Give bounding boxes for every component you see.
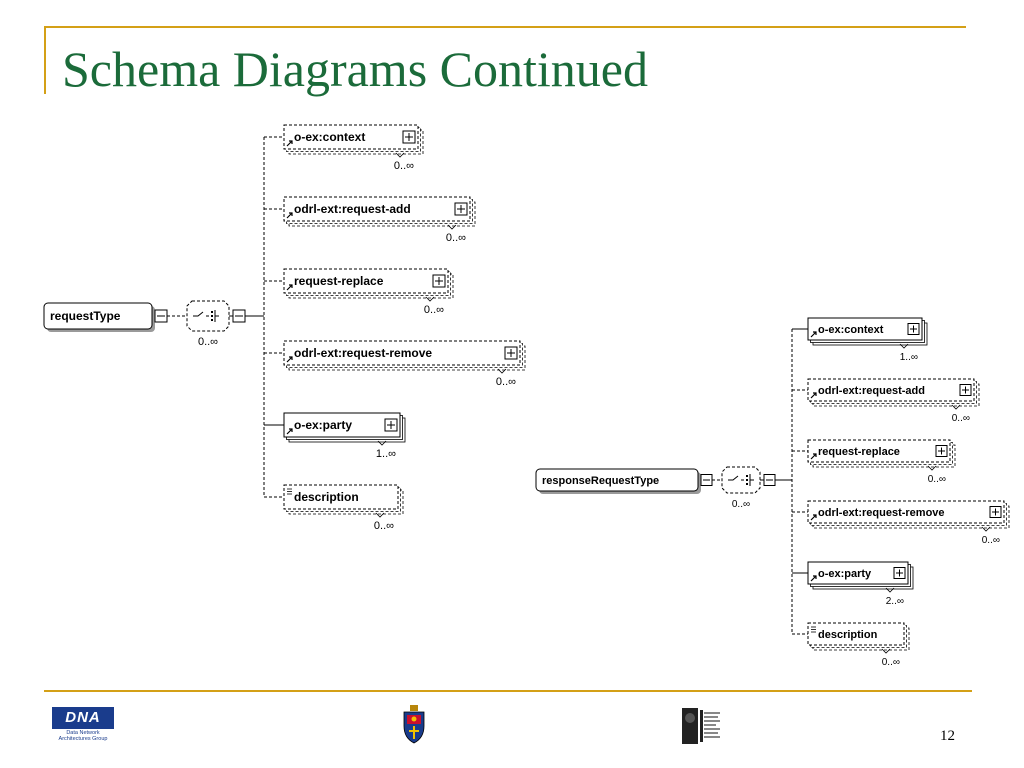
right-sequence-cardinality: 0..∞ [732,499,750,510]
right-child-cardinality-1: 0..∞ [952,413,970,424]
right-child-chevron-icon-0 [899,343,909,349]
left-child-box-4 [283,412,401,438]
right-root-label: responseRequestType [542,475,659,487]
right-child-cardinality-0: 1..∞ [900,352,918,363]
right-child-box-1 [807,378,975,402]
page-number: 12 [940,728,955,744]
left-child-box-5 [283,484,399,510]
right-child-cardinality-2: 0..∞ [928,474,946,485]
right-child-ref-arrow-icon-1 [810,392,817,399]
right-child-cardinality-5: 0..∞ [882,657,900,668]
right-child-box-5 [807,622,905,646]
schema-diagrams: requestType 0..∞ o-ex:context 0..∞ odrl-ext:… [43,124,1010,668]
right-child-box-2 [807,439,951,463]
dna-logo-caption-line-1: Data Network [66,730,100,736]
right-sequence-dot-1 [746,475,748,477]
left-child-label-1: odrl-ext:request-add [294,202,411,216]
right-child-box-4 [807,561,909,585]
left-root-box [43,302,153,330]
right-child-label-3: odrl-ext:request-remove [818,507,945,519]
left-child-box-0 [283,124,419,150]
left-rule [44,26,46,94]
left-child-ref-arrow-icon-3 [286,356,293,363]
left-child-chevron-icon-4 [377,440,387,446]
right-child-chevron-icon-1 [951,404,961,410]
left-sequence-switch-icon [193,311,209,317]
left-child-chevron-icon-5 [375,512,385,518]
right-child-label-1: odrl-ext:request-add [818,385,925,397]
right-child-cardinality-3: 0..∞ [982,535,1000,546]
right-child-chevron-icon-4 [885,587,895,593]
left-child-label-0: o-ex:context [294,130,365,144]
left-child-label-2: request-replace [294,274,384,288]
university-crest-icon [403,705,425,744]
portrait-image-icon [680,706,722,746]
left-child-ref-arrow-icon-0 [286,140,293,147]
right-child-chevron-icon-2 [927,465,937,471]
left-child-box-1 [283,196,471,222]
schema-diagram-right: responseRequestType 0..∞ o-ex:context 1..∞ o… [535,317,1010,668]
right-child-label-5: description [818,629,878,641]
right-child-cardinality-4: 2..∞ [886,596,904,607]
left-child-box-2 [283,268,449,294]
schema-diagram-left: requestType 0..∞ o-ex:context 0..∞ odrl-ext:… [43,124,526,532]
left-sequence-dot-1 [211,311,213,313]
right-child-box-0 [807,317,923,341]
left-child-label-5: description [294,490,359,504]
dna-logo-caption: Data Network Architectures Group [52,730,114,742]
left-child-chevron-icon-1 [447,224,457,230]
left-child-ref-arrow-icon-4 [286,428,293,435]
left-child-cardinality-5: 0..∞ [374,520,394,532]
right-child-box-3 [807,500,1005,524]
right-sequence-dot-2 [746,479,748,481]
top-rule [44,26,966,28]
left-sequence-dot-2 [211,315,213,317]
left-child-ref-arrow-icon-2 [286,284,293,291]
right-child-ref-arrow-icon-3 [810,514,817,521]
left-child-cardinality-2: 0..∞ [424,304,444,316]
left-child-label-3: odrl-ext:request-remove [294,346,432,360]
right-child-label-0: o-ex:context [818,324,884,336]
left-child-chevron-icon-3 [497,368,507,374]
right-root-box [535,468,699,492]
left-child-box-3 [283,340,521,366]
left-child-ref-arrow-icon-1 [286,212,293,219]
dna-logo-mark: DNA [52,707,114,729]
left-sequence-bar-icon [214,310,219,322]
dna-logo: DNA Data Network Architectures Group [52,707,114,747]
right-child-chevron-icon-5 [881,648,891,654]
dna-logo-caption-line-2: Architectures Group [58,736,108,742]
slide-title: Schema Diagrams Continued [62,41,648,97]
right-child-chevron-icon-3 [981,526,991,532]
left-child-cardinality-0: 0..∞ [394,160,414,172]
left-child-cardinality-3: 0..∞ [496,376,516,388]
right-sequence-switch-icon [728,475,744,481]
left-sequence-cardinality: 0..∞ [198,336,218,348]
right-child-ref-arrow-icon-2 [810,453,817,460]
left-sequence-dot-3 [211,319,213,321]
right-child-label-4: o-ex:party [818,568,872,580]
left-root-label: requestType [50,309,121,323]
right-sequence-dot-3 [746,483,748,485]
left-child-chevron-icon-0 [395,152,405,158]
left-child-cardinality-1: 0..∞ [446,232,466,244]
bottom-rule [44,690,972,692]
right-sequence-bar-icon [749,474,754,486]
left-child-label-4: o-ex:party [294,418,352,432]
right-child-ref-arrow-icon-4 [810,575,817,582]
right-child-ref-arrow-icon-0 [810,331,817,338]
left-child-chevron-icon-2 [425,296,435,302]
right-child-label-2: request-replace [818,446,900,458]
left-child-cardinality-4: 1..∞ [376,448,396,460]
